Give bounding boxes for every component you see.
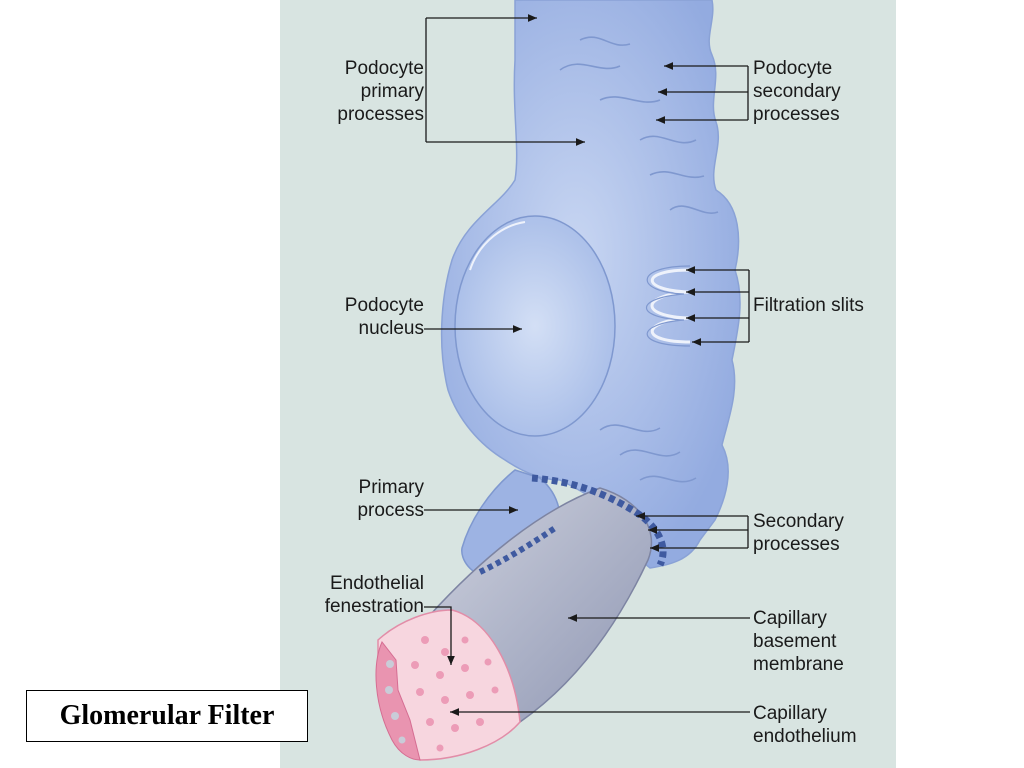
pedicel-row xyxy=(531,474,667,567)
label-capillary-basement-membrane: Capillary basement membrane xyxy=(753,608,844,675)
label-podocyte-secondary-processes: Podocyte secondary processes xyxy=(753,58,841,125)
endothelium-cut-edge xyxy=(375,641,421,761)
podocyte-nucleus-shape xyxy=(454,215,616,437)
label-filtration-slits: Filtration slits xyxy=(753,295,864,316)
filtration-slit-folds-outline xyxy=(646,265,691,347)
label-capillary-endothelium: Capillary endothelium xyxy=(753,703,857,747)
nucleus-highlight xyxy=(469,221,526,271)
endothelium-cut-holes xyxy=(385,660,406,744)
filtration-slit-folds xyxy=(650,268,691,344)
label-endothelial-fenestration: Endothelial fenestration xyxy=(324,573,424,617)
label-podocyte-nucleus: Podocyte nucleus xyxy=(344,295,424,339)
endothelial-fenestrations xyxy=(411,636,499,752)
secondary-process-ridges xyxy=(559,36,719,483)
label-podocyte-primary-processes: Podocyte primary processes xyxy=(337,58,424,125)
slide-title: Glomerular Filter xyxy=(26,690,308,742)
leader-lines xyxy=(424,14,750,716)
label-secondary-processes: Secondary processes xyxy=(753,511,844,555)
label-primary-process: Primary process xyxy=(357,477,424,521)
